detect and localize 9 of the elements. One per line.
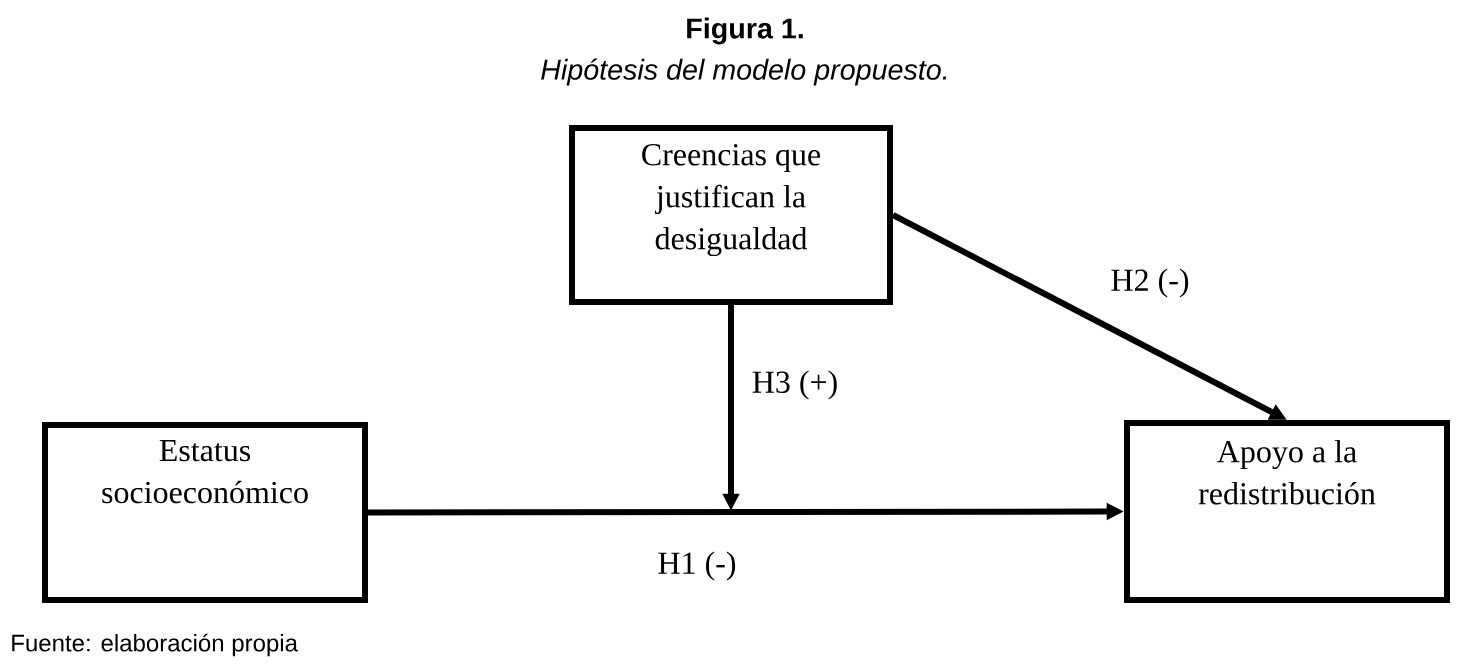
figure-caption: Hipótesis del modelo propuesto. (541, 58, 947, 86)
edge-label: H2 (-) (1107, 265, 1193, 301)
edge-label: H1 (-) (654, 548, 740, 584)
source-note: Fuente: elaboración propia (12, 633, 298, 657)
figure-title: Figura 1. (687, 17, 803, 45)
concept-box: Estatus socioeconómico (42, 422, 368, 603)
edge-label: H3 (+) (749, 367, 841, 403)
concept-box: Apoyo a la redistribución (1124, 420, 1450, 603)
concept-box: Creencias que justifican la desigualdad (569, 125, 893, 305)
